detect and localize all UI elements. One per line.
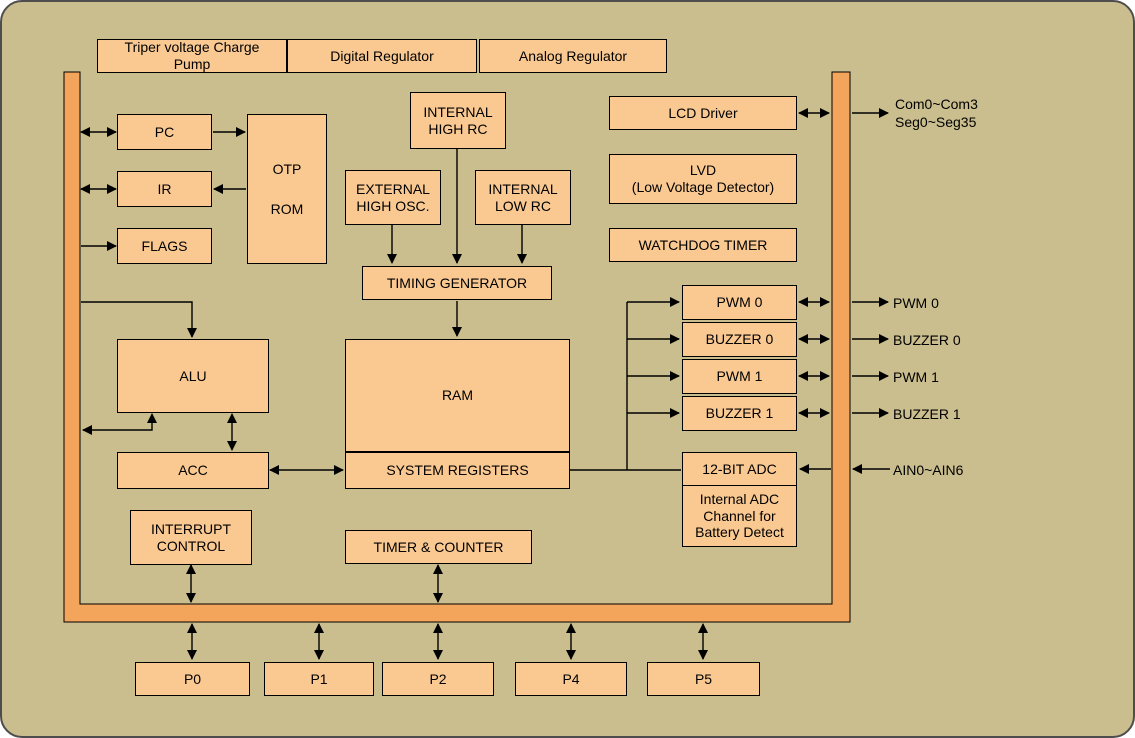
block-ir: IR	[117, 171, 212, 207]
block-acc: ACC	[117, 452, 269, 489]
block-timer-counter: TIMER & COUNTER	[345, 530, 532, 564]
block-port-p1: P1	[264, 662, 374, 696]
arrow-alu-bus	[82, 413, 157, 435]
label-pwm0-out: PWM 0	[893, 295, 939, 311]
block-pwm1: PWM 1	[682, 359, 797, 394]
block-digital-regulator: Digital Regulator	[287, 39, 477, 73]
block-port-p0: P0	[135, 662, 250, 696]
block-charge-pump: Triper voltage Charge Pump	[97, 39, 287, 73]
arrow-bus-alu	[81, 301, 197, 338]
label-buzzer0-out: BUZZER 0	[893, 332, 961, 348]
block-flags: FLAGS	[117, 228, 212, 264]
left-bus-connections	[80, 127, 344, 475]
block-alu: ALU	[117, 339, 269, 413]
block-timing-generator: TIMING GENERATOR	[362, 266, 552, 300]
label-buzzer1-out: BUZZER 1	[893, 406, 961, 422]
right-bus-connections	[798, 108, 890, 474]
block-buzzer1: BUZZER 1	[682, 396, 797, 431]
block-internal-high-rc: INTERNAL HIGH RC	[410, 92, 506, 149]
block-adc: 12-BIT ADC	[682, 452, 797, 486]
block-internal-low-rc: INTERNAL LOW RC	[475, 170, 571, 225]
block-interrupt-control: INTERRUPT CONTROL	[130, 510, 252, 565]
clock-connections	[186, 149, 527, 603]
block-analog-regulator: Analog Regulator	[479, 39, 667, 73]
block-buzzer0: BUZZER 0	[682, 322, 797, 357]
block-port-p4: P4	[515, 662, 627, 696]
block-adc-internal-channel: Internal ADC Channel for Battery Detect	[682, 485, 797, 547]
label-pwm1-out: PWM 1	[893, 369, 939, 385]
block-lvd: LVD (Low Voltage Detector)	[609, 154, 797, 204]
block-pc: PC	[117, 114, 212, 150]
block-watchdog-timer: WATCHDOG TIMER	[609, 228, 797, 262]
block-system-registers: SYSTEM REGISTERS	[345, 452, 570, 489]
block-ram: RAM	[345, 339, 570, 452]
block-otp-rom: OTP ROM	[247, 114, 327, 264]
system-bus	[63, 71, 851, 623]
label-com-seg: Com0~Com3 Seg0~Seg35	[895, 96, 978, 131]
label-ain-in: AIN0~AIN6	[893, 462, 964, 478]
block-lcd-driver: LCD Driver	[609, 96, 797, 130]
block-pwm0: PWM 0	[682, 285, 797, 320]
port-connections	[187, 623, 708, 660]
block-port-p2: P2	[382, 662, 494, 696]
register-to-peripherals	[570, 297, 681, 471]
block-external-high-osc: EXTERNAL HIGH OSC.	[345, 170, 441, 225]
block-port-p5: P5	[647, 662, 760, 696]
